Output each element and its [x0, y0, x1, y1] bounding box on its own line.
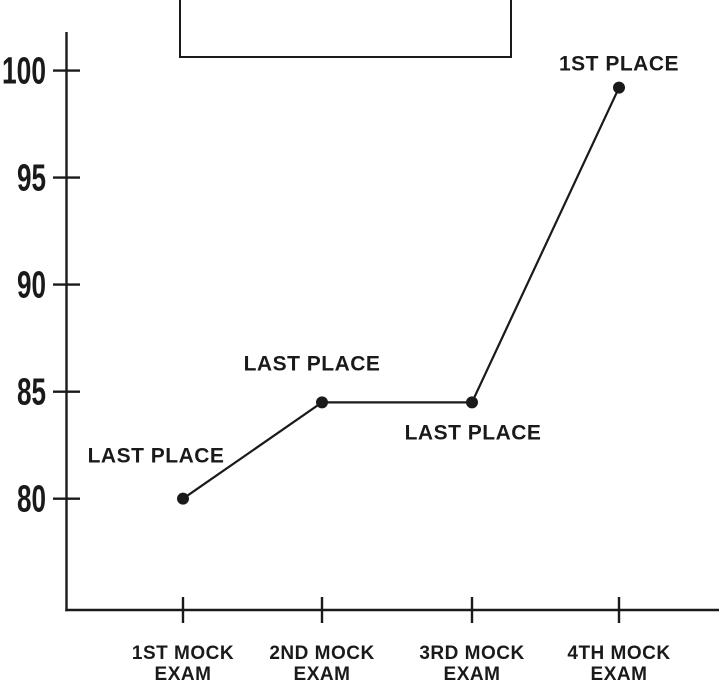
- series-line: [182, 87, 620, 500]
- y-tick-label-100: 100: [2, 51, 46, 93]
- y-tick-label-90: 90: [17, 265, 46, 307]
- data-point-2: [316, 396, 328, 409]
- legend-box: [179, 0, 512, 58]
- data-point-3: [466, 396, 478, 409]
- point-label-4: 1ST PLACE: [559, 53, 679, 76]
- y-tick-label-85: 85: [17, 372, 46, 414]
- y-tick-label-80: 80: [17, 479, 46, 521]
- y-tick-label-95: 95: [17, 158, 46, 200]
- point-label-2: LAST PLACE: [244, 352, 381, 375]
- point-label-3: LAST PLACE: [405, 421, 542, 444]
- data-point-4: [613, 81, 625, 94]
- data-point-1: [177, 492, 189, 505]
- point-label-1: LAST PLACE: [88, 445, 225, 468]
